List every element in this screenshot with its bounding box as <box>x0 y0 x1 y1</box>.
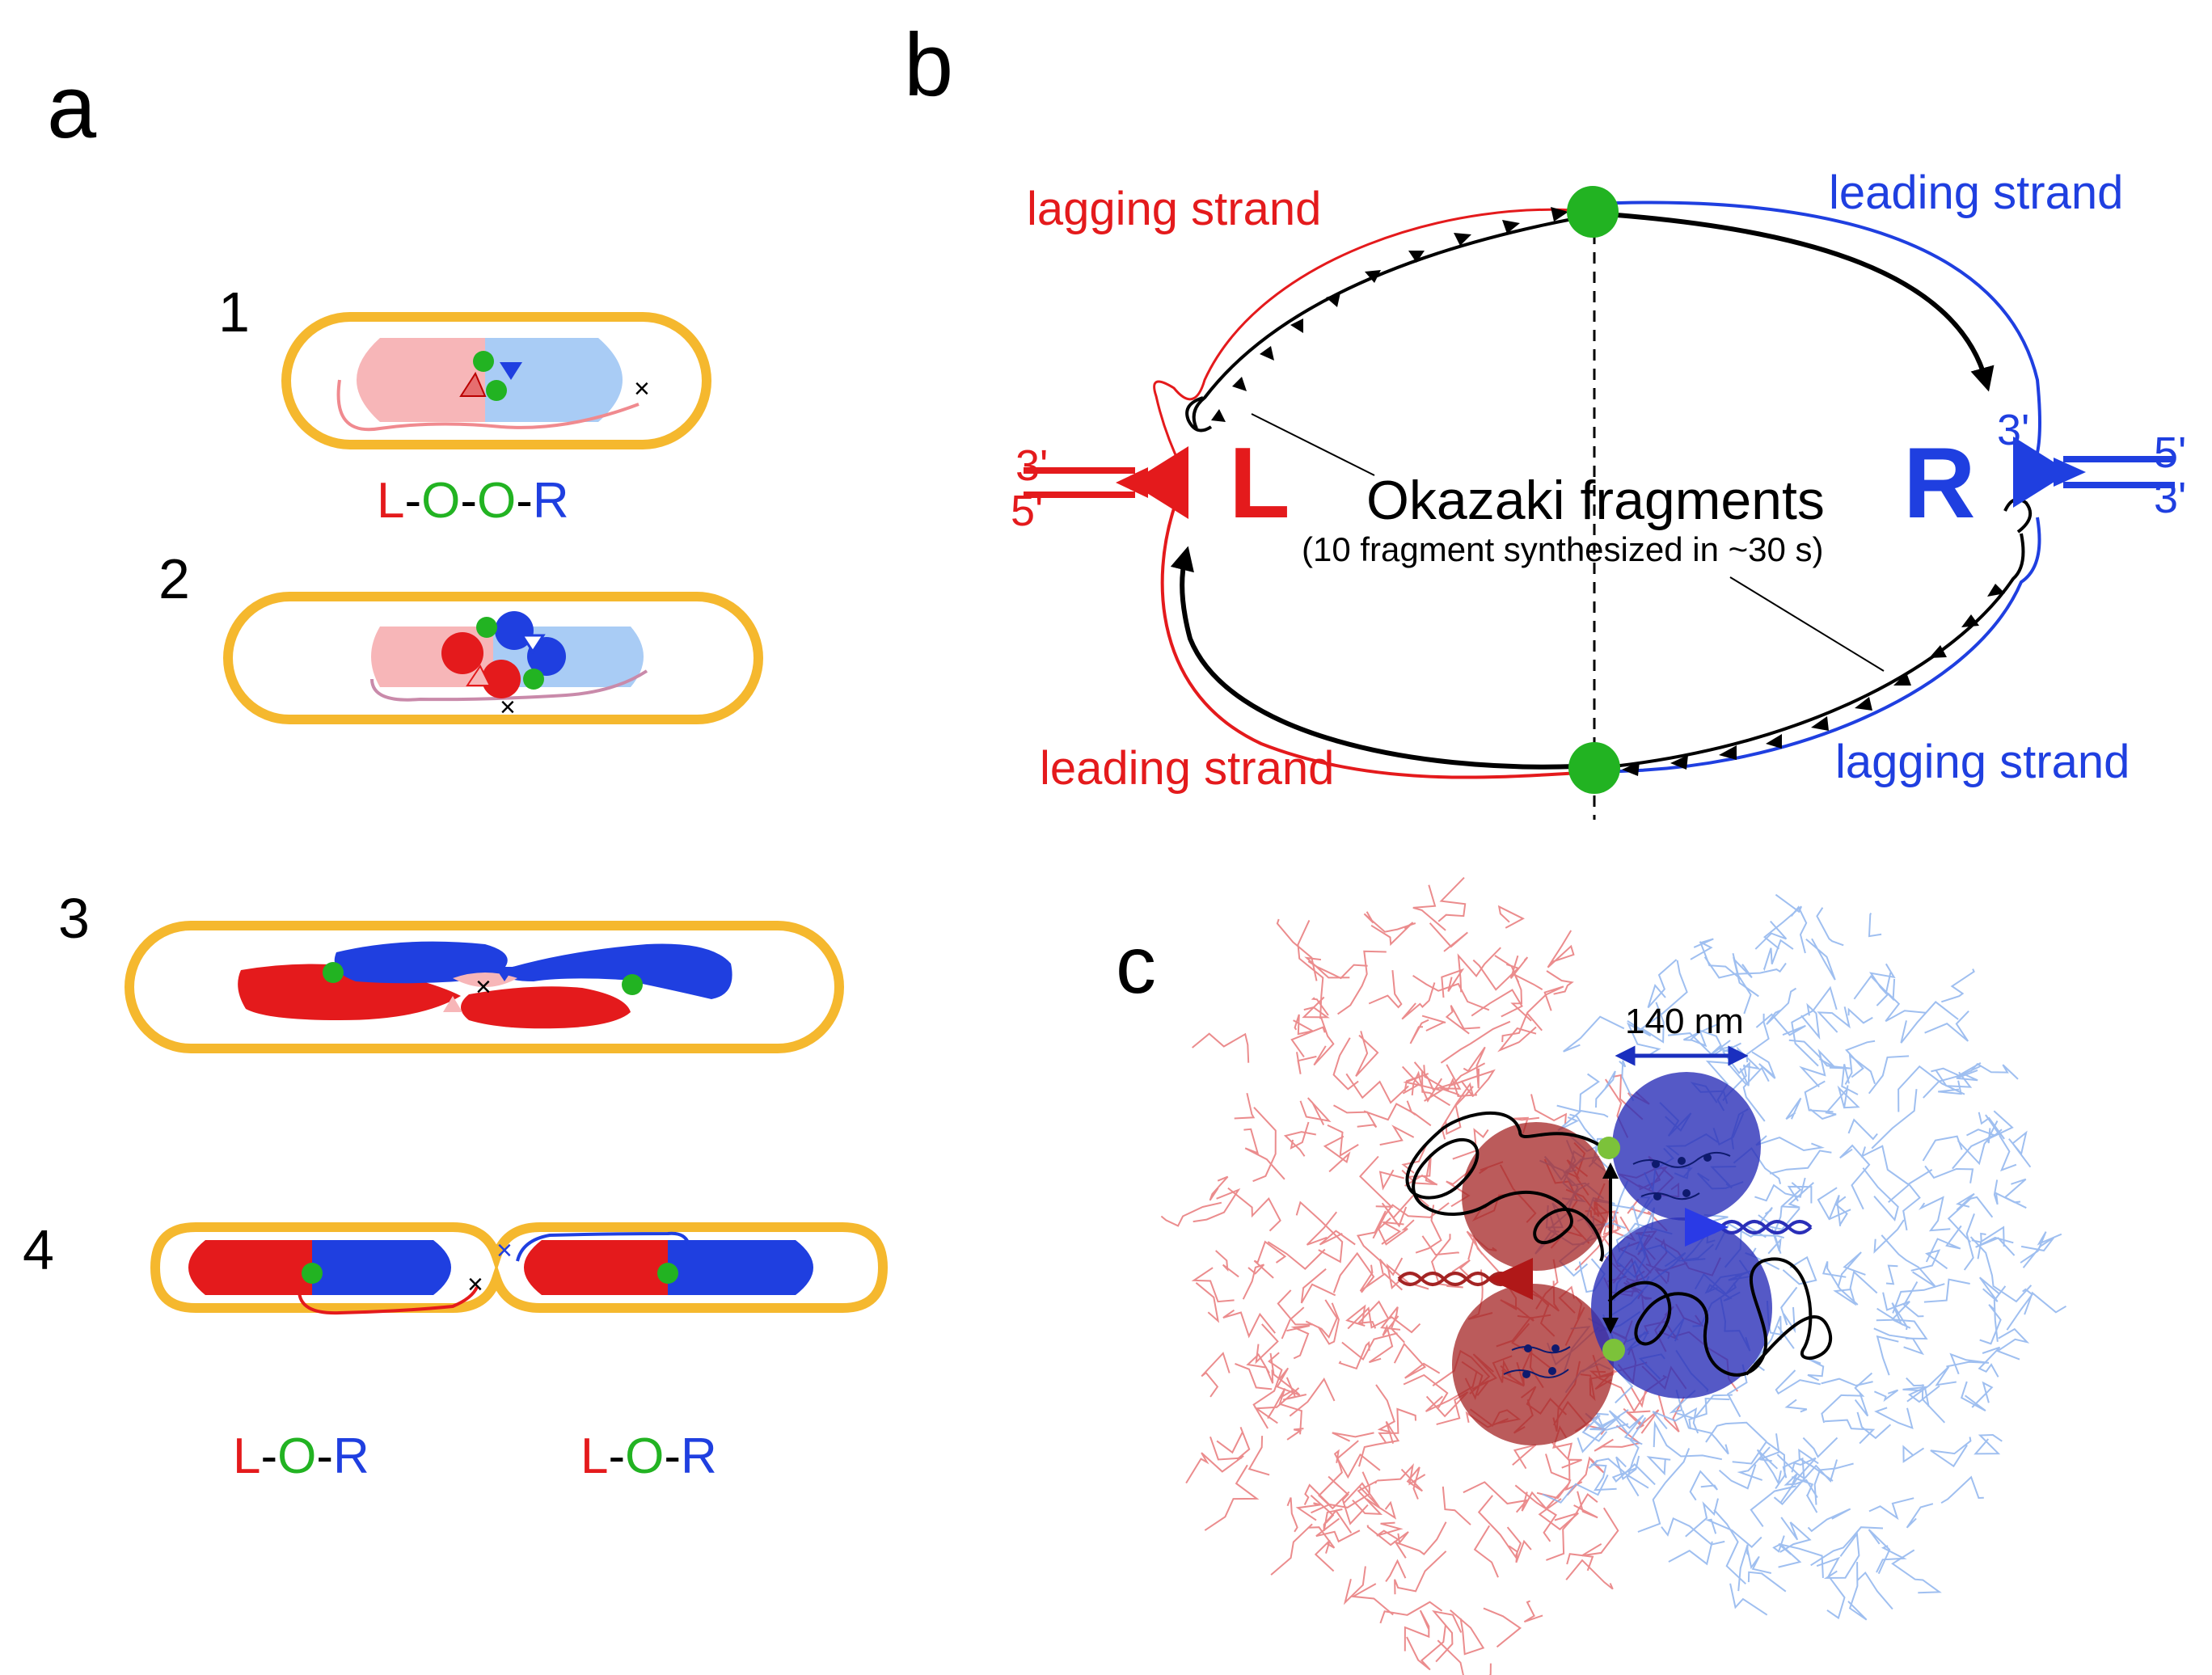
stage-2-cell: 2 × <box>158 547 763 724</box>
stage-3-cell: 3 × <box>58 887 844 1053</box>
panel-a: 1 × L-O-O-R 2 <box>23 281 889 1484</box>
panel-b: lagging strand leading strand leading st… <box>1011 167 2186 820</box>
stage-1-cell: 1 × <box>218 281 711 449</box>
origin-c-lower <box>1602 1339 1625 1361</box>
okazaki-bottom-hook <box>2003 497 2033 534</box>
okazaki-bottom-arrows <box>1622 584 2005 776</box>
end-3-left: 3' <box>1015 441 1048 490</box>
stage-4-cells: 4 × × <box>23 1218 889 1315</box>
red-dna-tail <box>1397 1272 1513 1286</box>
okazaki-bottom <box>1613 533 2025 768</box>
svg-text:L-O-R: L-O-R <box>580 1428 717 1484</box>
scale-label: 140 nm <box>1625 1002 1744 1041</box>
label-leading-left: leading strand <box>1040 742 1334 795</box>
genotype-stage-4-right: L-O-R <box>580 1428 717 1484</box>
end-3-right: 3' <box>2154 474 2186 522</box>
blue-domain-upper <box>1612 1072 1761 1221</box>
bead-dots <box>1522 1154 1712 1378</box>
panel-label-c: c <box>1116 920 1156 1010</box>
svg-text:L-O-R: L-O-R <box>233 1428 369 1484</box>
stage-3-number: 3 <box>58 887 90 950</box>
label-lagging-right: lagging strand <box>1835 736 2130 788</box>
label-lagging-left: lagging strand <box>1027 183 1321 235</box>
blue-replisome-c <box>1685 1208 1729 1247</box>
label-leading-right: leading strand <box>1829 167 2123 219</box>
okazaki-pointer-top <box>1251 413 1375 476</box>
red-domain-lower <box>1452 1284 1614 1445</box>
end-5-right: 5' <box>2154 428 2186 477</box>
panel-label-a: a <box>47 57 97 157</box>
panel-c: 140 nm <box>1160 876 2067 1675</box>
stage-1-ter-mark: × <box>634 373 650 404</box>
left-strand-red-bottom <box>1160 500 1594 779</box>
stage-1-number: 1 <box>218 281 250 344</box>
panel-label-b: b <box>904 15 953 115</box>
origin-bottom <box>1568 742 1620 794</box>
left-replisome <box>1024 446 1188 519</box>
inner-leading-bottom <box>1170 546 1577 770</box>
label-R: R <box>1903 428 1976 539</box>
svg-text:L-O-O-R: L-O-O-R <box>377 473 569 529</box>
right-replisome <box>2013 437 2175 508</box>
chromatin-loop-right <box>1607 1257 1833 1377</box>
red-domain-upper <box>1462 1122 1610 1271</box>
okazaki-pointer-bottom <box>1729 576 1885 672</box>
stage-4-ter-mark-left: × <box>467 1269 483 1300</box>
okazaki-top-arrows <box>1211 207 1568 422</box>
stage-2-number: 2 <box>158 547 190 610</box>
origin-top <box>1567 186 1619 238</box>
okazaki-title: Okazaki fragments <box>1366 470 1825 531</box>
stage-4-ter-mark-right: × <box>496 1235 513 1266</box>
genotype-stage-1: L-O-O-R <box>377 473 569 529</box>
stage-3-ter-mark: × <box>475 972 492 1002</box>
blue-domain-lower <box>1591 1217 1772 1399</box>
okazaki-top-hook <box>1185 396 1213 432</box>
okazaki-top <box>1192 217 1577 429</box>
stage-2-ter-mark: × <box>500 692 516 723</box>
right-strand-blue-bottom <box>1594 517 2041 774</box>
stage-4-number: 4 <box>23 1218 54 1281</box>
end-3-top-right: 3' <box>1997 406 2029 454</box>
okazaki-subtitle: (10 fragment synthesized in ~30 s) <box>1302 530 1824 568</box>
origin-c-upper <box>1598 1137 1620 1159</box>
end-5-left: 5' <box>1011 487 1043 535</box>
chromatin-loop-left <box>1405 1111 1610 1262</box>
label-L: L <box>1229 428 1290 539</box>
right-strand-blue-top <box>1594 200 2041 454</box>
genotype-stage-4-left: L-O-R <box>233 1428 369 1484</box>
left-strand-red-top <box>1153 208 1594 470</box>
red-dna-tail-2 <box>1397 1272 1513 1286</box>
beaded-chains <box>1503 1151 1731 1378</box>
inner-leading-top <box>1594 211 1995 392</box>
red-replisome-c <box>1488 1258 1533 1300</box>
